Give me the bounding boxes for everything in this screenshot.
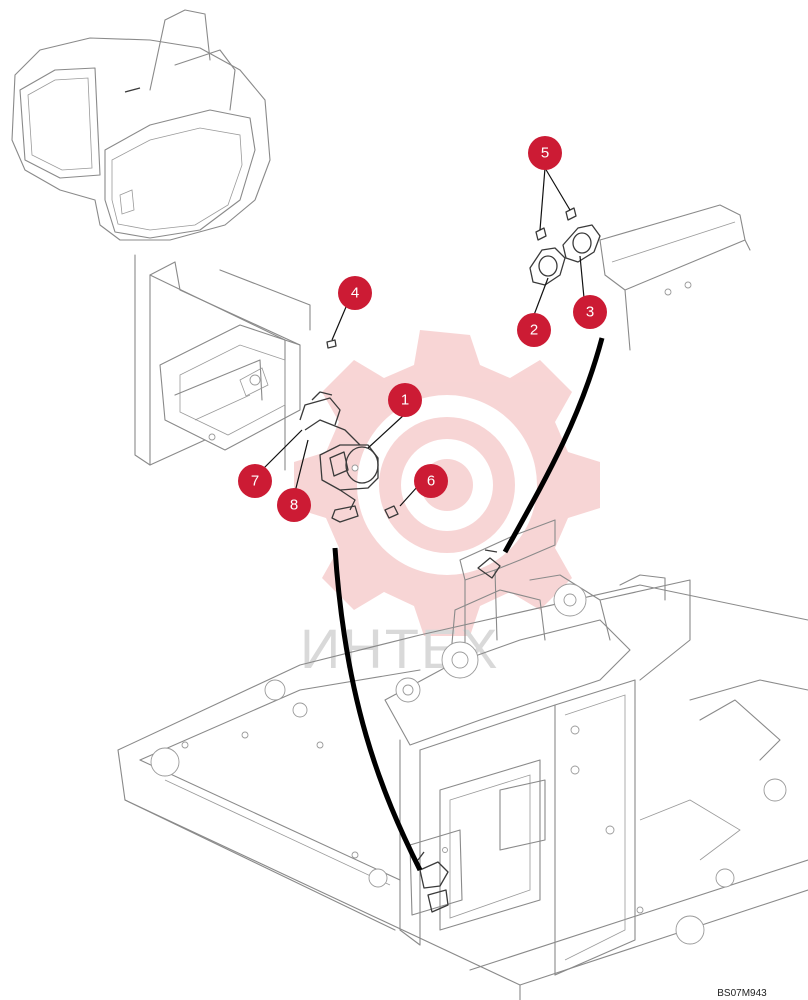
lower-frame-drawing	[117, 584, 808, 1000]
bolt-icon	[326, 207, 577, 519]
svg-text:4: 4	[351, 285, 359, 302]
callout-7: 7	[238, 464, 272, 498]
frame-right-drawing	[599, 204, 751, 351]
callout-5: 5	[528, 136, 562, 170]
callout-1: 1	[388, 383, 422, 417]
cab-drawing	[11, 9, 271, 241]
connector-line-upper	[502, 337, 605, 554]
callout-2: 2	[517, 313, 551, 347]
callout-4: 4	[338, 276, 372, 310]
svg-text:8: 8	[290, 497, 298, 514]
mid-bracket-drawing	[459, 519, 556, 651]
svg-text:1: 1	[401, 392, 409, 409]
horn-bracket-drawing	[529, 224, 601, 286]
horn-assembly-drawing	[299, 391, 379, 523]
connector-line-lower	[332, 547, 423, 872]
frame-left-drawing	[134, 254, 311, 471]
reference-code: BS07M943	[717, 988, 767, 999]
leader-lines	[263, 167, 585, 507]
svg-text:6: 6	[427, 473, 435, 490]
svg-text:3: 3	[586, 304, 594, 321]
callout-3: 3	[573, 295, 607, 329]
callout-6: 6	[414, 464, 448, 498]
svg-text:2: 2	[530, 322, 538, 339]
callout-8: 8	[277, 488, 311, 522]
svg-text:7: 7	[251, 473, 259, 490]
svg-text:5: 5	[541, 145, 549, 162]
lower-install-location-drawing	[409, 829, 463, 916]
swing-post-drawing	[384, 574, 808, 976]
